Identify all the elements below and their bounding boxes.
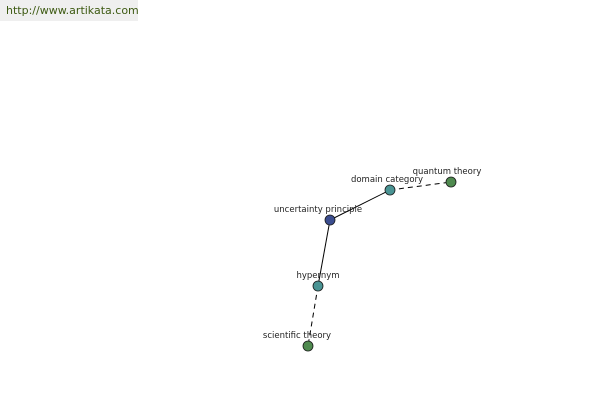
edge-hypernym-to-scientific-theory [307,285,319,347]
node-quantum-theory[interactable]: quantum theory [413,167,482,188]
node-domain-category[interactable]: domain category [351,175,423,196]
node-label-uncertainty-principle: uncertainty principle [274,205,362,215]
node-hypernym[interactable]: hypernym [296,271,340,292]
node-marker-scientific-theory[interactable] [302,340,314,352]
node-label-scientific-theory: scientific theory [263,331,331,341]
node-marker-hypernym[interactable] [312,280,324,292]
node-uncertainty-principle[interactable]: uncertainty principle [274,205,362,226]
edge-domain-category-to-quantum-theory [389,181,452,191]
edge-uncertainty-principle-to-hypernym [317,219,331,287]
node-marker-domain-category[interactable] [384,184,396,196]
site-link[interactable]: http://www.artikata.com [0,0,139,21]
node-label-quantum-theory: quantum theory [413,167,482,177]
node-marker-quantum-theory[interactable] [445,176,457,188]
nodes-layer: uncertainty principle domain categoryquan… [263,167,482,352]
node-scientific-theory[interactable]: scientific theory [263,331,331,352]
edges-layer [307,181,452,347]
node-label-hypernym: hypernym [296,271,339,281]
node-label-domain-category: domain category [351,175,423,185]
edge-uncertainty-principle-to-domain-category [329,189,391,221]
node-marker-uncertainty-principle[interactable] [324,214,336,226]
